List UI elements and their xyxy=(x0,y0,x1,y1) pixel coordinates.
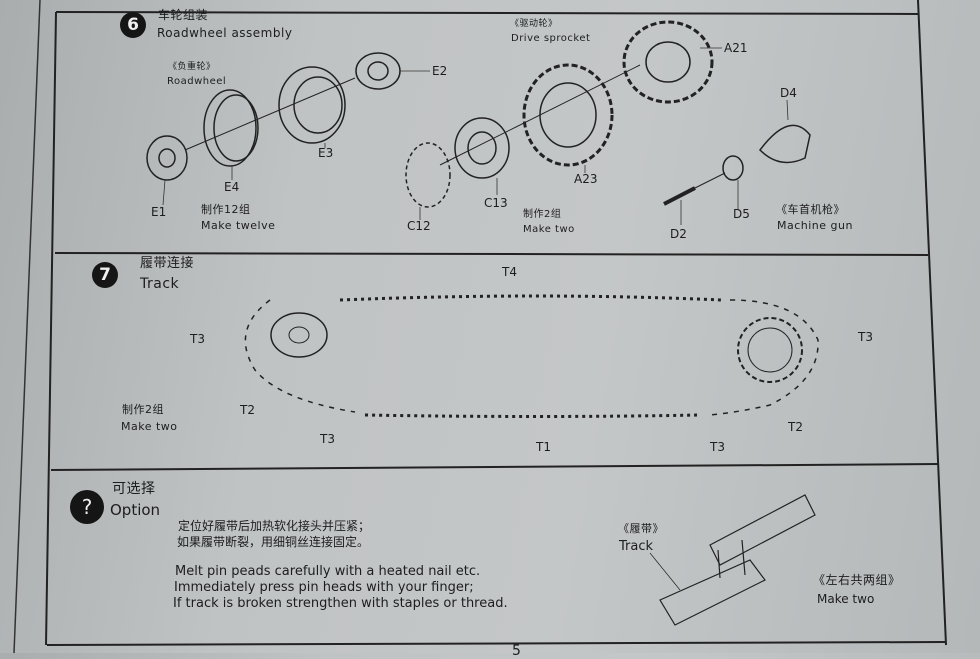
part-label: E3 xyxy=(318,146,334,160)
part-label: D5 xyxy=(733,207,750,221)
option-en-line: Immediately press pin heads with your fi… xyxy=(174,580,474,595)
option-cn-line: 定位好履带后加热软化接头并压紧； xyxy=(178,519,371,533)
step-6-title: Roadwheel assembly xyxy=(157,26,293,40)
part-label: E1 xyxy=(151,205,167,219)
make-two-cn: 制作2组 xyxy=(523,209,562,220)
step-7-badge: 7 xyxy=(92,262,118,288)
option-title-cn: 可选择 xyxy=(112,481,156,497)
part-label: C12 xyxy=(407,219,431,233)
option-cn-line: 如果履带断裂，用细铜丝连接固定。 xyxy=(177,535,370,549)
step-7-title-cn: 履带连接 xyxy=(140,256,195,271)
make-two: Make two xyxy=(817,592,875,606)
part-label: D4 xyxy=(780,86,797,100)
part-label: E4 xyxy=(224,180,240,194)
option-question-icon: ? xyxy=(70,490,104,524)
part-label: T3 xyxy=(858,330,873,344)
page-number: 5 xyxy=(512,643,522,659)
part-label: C13 xyxy=(484,196,508,210)
track-links-drawing xyxy=(649,494,816,626)
step-6-title-cn: 车轮组装 xyxy=(158,8,209,22)
make-twelve-cn: 制作12组 xyxy=(201,203,251,216)
track-label: Track xyxy=(619,539,654,554)
make-two: Make two xyxy=(523,224,575,235)
roadwheel-drawing xyxy=(146,52,401,181)
part-label: T3 xyxy=(190,332,205,346)
part-label: T2 xyxy=(788,420,803,434)
part-label: A23 xyxy=(574,172,598,186)
track-label-cn: 《履带》 xyxy=(618,522,664,535)
sprocket-drawing xyxy=(405,20,714,208)
part-label: A21 xyxy=(724,41,748,55)
option-en-line: If track is broken strengthen with stapl… xyxy=(173,596,508,611)
make-two: Make two xyxy=(121,420,178,433)
option-title: Option xyxy=(110,501,161,519)
roadwheel-label: Roadwheel xyxy=(167,76,227,87)
part-label: T3 xyxy=(320,432,335,446)
make-two-cn: 《左右共两组》 xyxy=(813,573,901,587)
part-label: T3 xyxy=(710,440,725,454)
part-label: T4 xyxy=(502,265,517,279)
part-label: T2 xyxy=(240,403,255,417)
roadwheel-label-cn: 《负重轮》 xyxy=(168,62,216,72)
make-two-cn: 制作2组 xyxy=(122,403,164,416)
step-7-title: Track xyxy=(140,276,180,292)
sprocket-label-cn: 《驱动轮》 xyxy=(510,19,558,29)
machine-gun-label: Machine gun xyxy=(777,219,853,232)
machine-gun-cn: 《车首机枪》 xyxy=(776,203,845,216)
step-6-badge: 6 xyxy=(120,12,146,38)
part-label: T1 xyxy=(536,440,551,454)
part-label: E2 xyxy=(432,64,448,78)
make-twelve: Make twelve xyxy=(201,219,276,232)
part-label: D2 xyxy=(670,227,687,241)
sprocket-label: Drive sprocket xyxy=(511,33,591,44)
option-en-line: Melt pin peads carefully with a heated n… xyxy=(175,564,481,579)
track-loop-drawing xyxy=(244,294,819,418)
machine-gun-drawing xyxy=(663,124,811,206)
